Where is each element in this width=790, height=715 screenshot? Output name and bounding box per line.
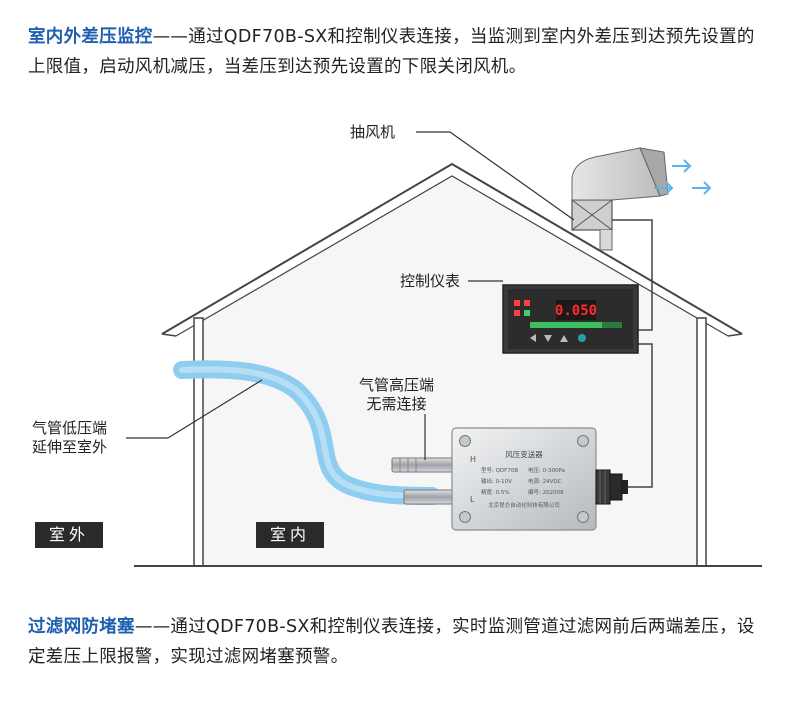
cable-gland-icon — [595, 469, 628, 505]
tag-outdoor: 室外 — [35, 522, 103, 548]
label-control-instrument: 控制仪表 — [400, 272, 461, 290]
controller-button-enter-icon — [578, 334, 586, 342]
low-pressure-port — [403, 489, 455, 505]
transmitter-title: 风压变送器 — [505, 449, 543, 459]
port-mark-h: H — [470, 455, 476, 464]
controller-button-down-icon — [544, 335, 552, 342]
spec-cell: 输出: 0-10V — [481, 477, 512, 485]
screw-icon — [577, 435, 589, 447]
label-high-pressure-line1: 气管高压端 — [359, 376, 435, 394]
label-low-pressure-port: 气管低压端 延伸至室外 — [32, 419, 107, 457]
spec-cell: 电压: 0-300Pa — [528, 466, 565, 474]
paragraph-body: ——通过QDF70B-SX和控制仪表连接，当监测到室内外差压到达预先设置的上限值… — [28, 27, 755, 77]
label-high-pressure-port: 气管高压端 无需连接 — [359, 376, 434, 414]
label-exhaust-fan: 抽风机 — [350, 123, 396, 141]
roof — [161, 162, 743, 335]
intro-paragraph-filter: 过滤网防堵塞——通过QDF70B-SX和控制仪表连接，实时监测管道过滤网前后两端… — [28, 612, 763, 672]
label-high-pressure-line2: 无需连接 — [366, 395, 427, 413]
screw-icon — [577, 511, 589, 523]
controller-display-screen — [556, 300, 596, 320]
controller-button-up-icon — [560, 335, 568, 342]
transmitter-maker: 北京昆仑自动化科技有限公司 — [488, 501, 560, 509]
paragraph-body: ——通过QDF70B-SX和控制仪表连接，实时监测管道过滤网前后两端差压，设定差… — [28, 617, 755, 667]
spec-cell: 型号: QDF70B — [481, 466, 518, 474]
controller-display-reading: 0.050 — [555, 303, 597, 319]
right-wall — [696, 317, 707, 567]
port-mark-l: L — [470, 495, 475, 504]
spec-cell: 编号: 202008 — [528, 488, 564, 496]
spec-cell: 电源: 24VDC — [528, 477, 562, 485]
wiring — [612, 219, 653, 488]
heading-indoor-outdoor-monitoring: 室内外差压监控 — [28, 27, 153, 47]
heading-filter-anti-clogging: 过滤网防堵塞 — [28, 617, 135, 637]
spec-cell: 精度: 0.5% — [481, 488, 510, 496]
controller-button-left-icon — [530, 334, 536, 342]
leader-lines — [126, 131, 575, 460]
label-low-pressure-line1: 气管低压端 — [32, 419, 108, 437]
control-instrument: 0.050 — [502, 284, 639, 354]
label-low-pressure-line2: 延伸至室外 — [32, 438, 108, 456]
exhaust-fan-icon — [571, 147, 669, 251]
left-wall — [193, 317, 204, 567]
intro-paragraph-indoor-outdoor: 室内外差压监控——通过QDF70B-SX和控制仪表连接，当监测到室内外差压到达预… — [28, 22, 763, 82]
pressure-transmitter: H L 风压变送器 型号: QDF70B 电压: 0-300Pa 输出: 0-1… — [451, 427, 597, 531]
screw-icon — [459, 511, 471, 523]
screw-icon — [459, 435, 471, 447]
airflow-arrow-icon — [654, 159, 712, 195]
tag-indoor: 室内 — [256, 522, 324, 548]
high-pressure-port — [391, 457, 455, 473]
